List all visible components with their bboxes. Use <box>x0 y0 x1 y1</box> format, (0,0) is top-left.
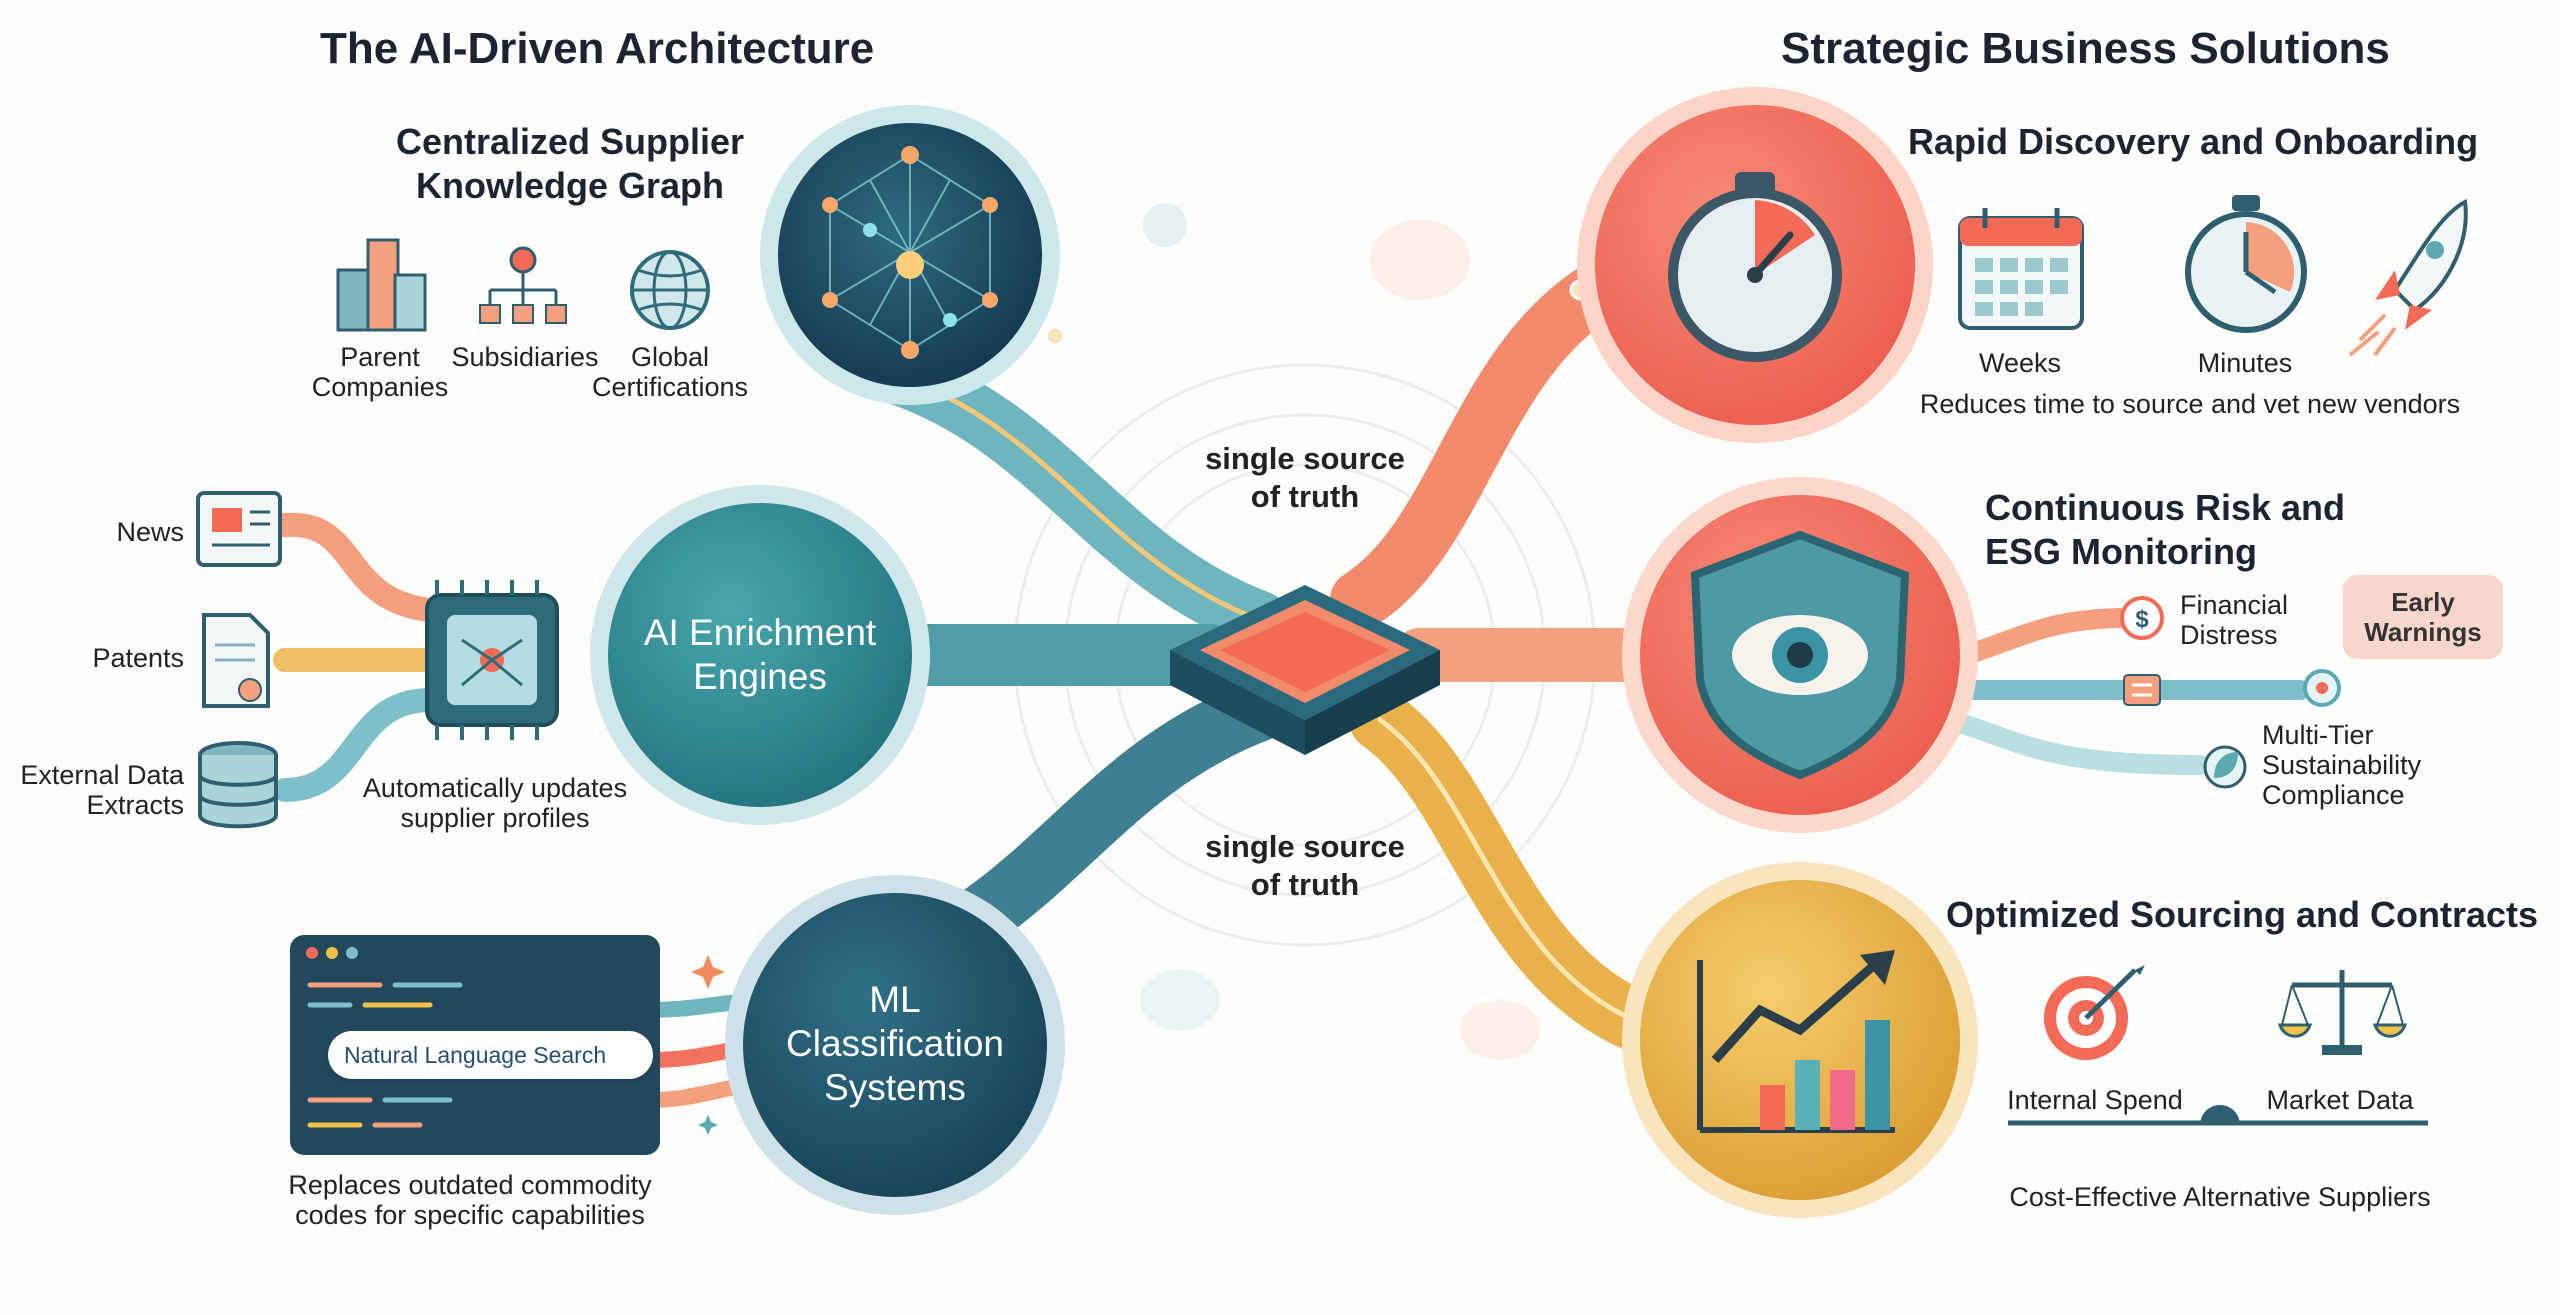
dollar-coin-icon: $ <box>2120 596 2164 640</box>
financial-distress-label: Financial Distress <box>2180 590 2289 650</box>
calendar-icon <box>1958 208 2084 330</box>
database-icon <box>198 741 278 829</box>
left-heading: The AI-Driven Architecture <box>320 24 875 73</box>
enrichment-circle <box>590 485 930 825</box>
news-icon <box>196 491 282 567</box>
discovery-title: Rapid Discovery and Onboarding <box>1908 121 2479 162</box>
sourcing-title: Optimized Sourcing and Contracts <box>1946 894 2539 935</box>
natural-language-search-placeholder: Natural Language Search <box>344 1042 607 1068</box>
leaf-badge-icon <box>2203 745 2247 789</box>
background-blobs <box>1140 203 1540 1060</box>
globe-icon <box>630 250 710 330</box>
sparkle-icon <box>691 955 725 1135</box>
news-label: News <box>116 517 184 547</box>
external-data-label: External Data Extracts <box>20 760 184 820</box>
natural-language-search-box[interactable] <box>328 1031 653 1079</box>
alert-ring-icon <box>2303 669 2341 707</box>
shield-eye-icon <box>1690 530 1910 780</box>
subsidiaries-label: Subsidiaries <box>451 342 599 372</box>
multi-tier-label: Multi-Tier Sustainability Compliance <box>2262 720 2422 810</box>
building-icon <box>336 238 427 332</box>
internal-spend-label: Internal Spend <box>2007 1085 2183 1115</box>
minutes-label: Minutes <box>2197 348 2293 378</box>
parent-companies-label: Parent Companies <box>311 342 449 402</box>
global-certifications-label: Global Certifications <box>591 342 749 402</box>
patents-label: Patents <box>92 643 184 673</box>
document-box-icon <box>2123 674 2161 706</box>
early-warnings-badge <box>2343 575 2503 659</box>
sourcing-circle <box>1622 862 1978 1218</box>
org-chart-icon <box>479 246 567 324</box>
weeks-label: Weeks <box>1978 348 2062 378</box>
central-hub-chip-icon <box>1170 585 1440 755</box>
enrichment-caption: Automatically updates supplier profiles <box>362 773 628 833</box>
sourcing-caption: Cost-Effective Alternative Suppliers <box>2009 1182 2431 1212</box>
early-warnings-label: Early Warnings <box>2364 587 2482 647</box>
enrichment-title: AI Enrichment Engines <box>643 612 877 697</box>
source-wires <box>273 512 442 802</box>
processor-chip-icon <box>425 580 559 740</box>
growth-chart-icon <box>1697 950 1895 1133</box>
ml-caption: Replaces outdated commodity codes for sp… <box>288 1170 652 1230</box>
market-data-label: Market Data <box>2266 1085 2414 1115</box>
knowledge-graph-circle <box>760 105 1060 405</box>
target-icon <box>2044 965 2145 1060</box>
risk-title: Continuous Risk and ESG Monitoring <box>1985 487 2345 572</box>
svg-text:$: $ <box>2135 606 2149 633</box>
stopwatch-icon <box>1668 172 1842 362</box>
clock-icon <box>2185 195 2307 333</box>
single-source-top-label: single source of truth <box>1205 441 1405 514</box>
discovery-caption: Reduces time to source and vet new vendo… <box>1919 389 2461 419</box>
knowledge-graph-title: Centralized Supplier Knowledge Graph <box>395 121 745 206</box>
right-heading: Strategic Business Solutions <box>1781 24 2390 73</box>
single-source-bottom-label: single source of truth <box>1205 829 1405 902</box>
ml-circle <box>725 875 1065 1215</box>
balance-beam-icon <box>2008 1105 2428 1126</box>
ml-title: ML Classification Systems <box>786 979 1004 1108</box>
patent-document-icon <box>202 613 270 708</box>
balance-scale-icon <box>2277 970 2408 1055</box>
rocket-icon <box>2348 198 2468 357</box>
